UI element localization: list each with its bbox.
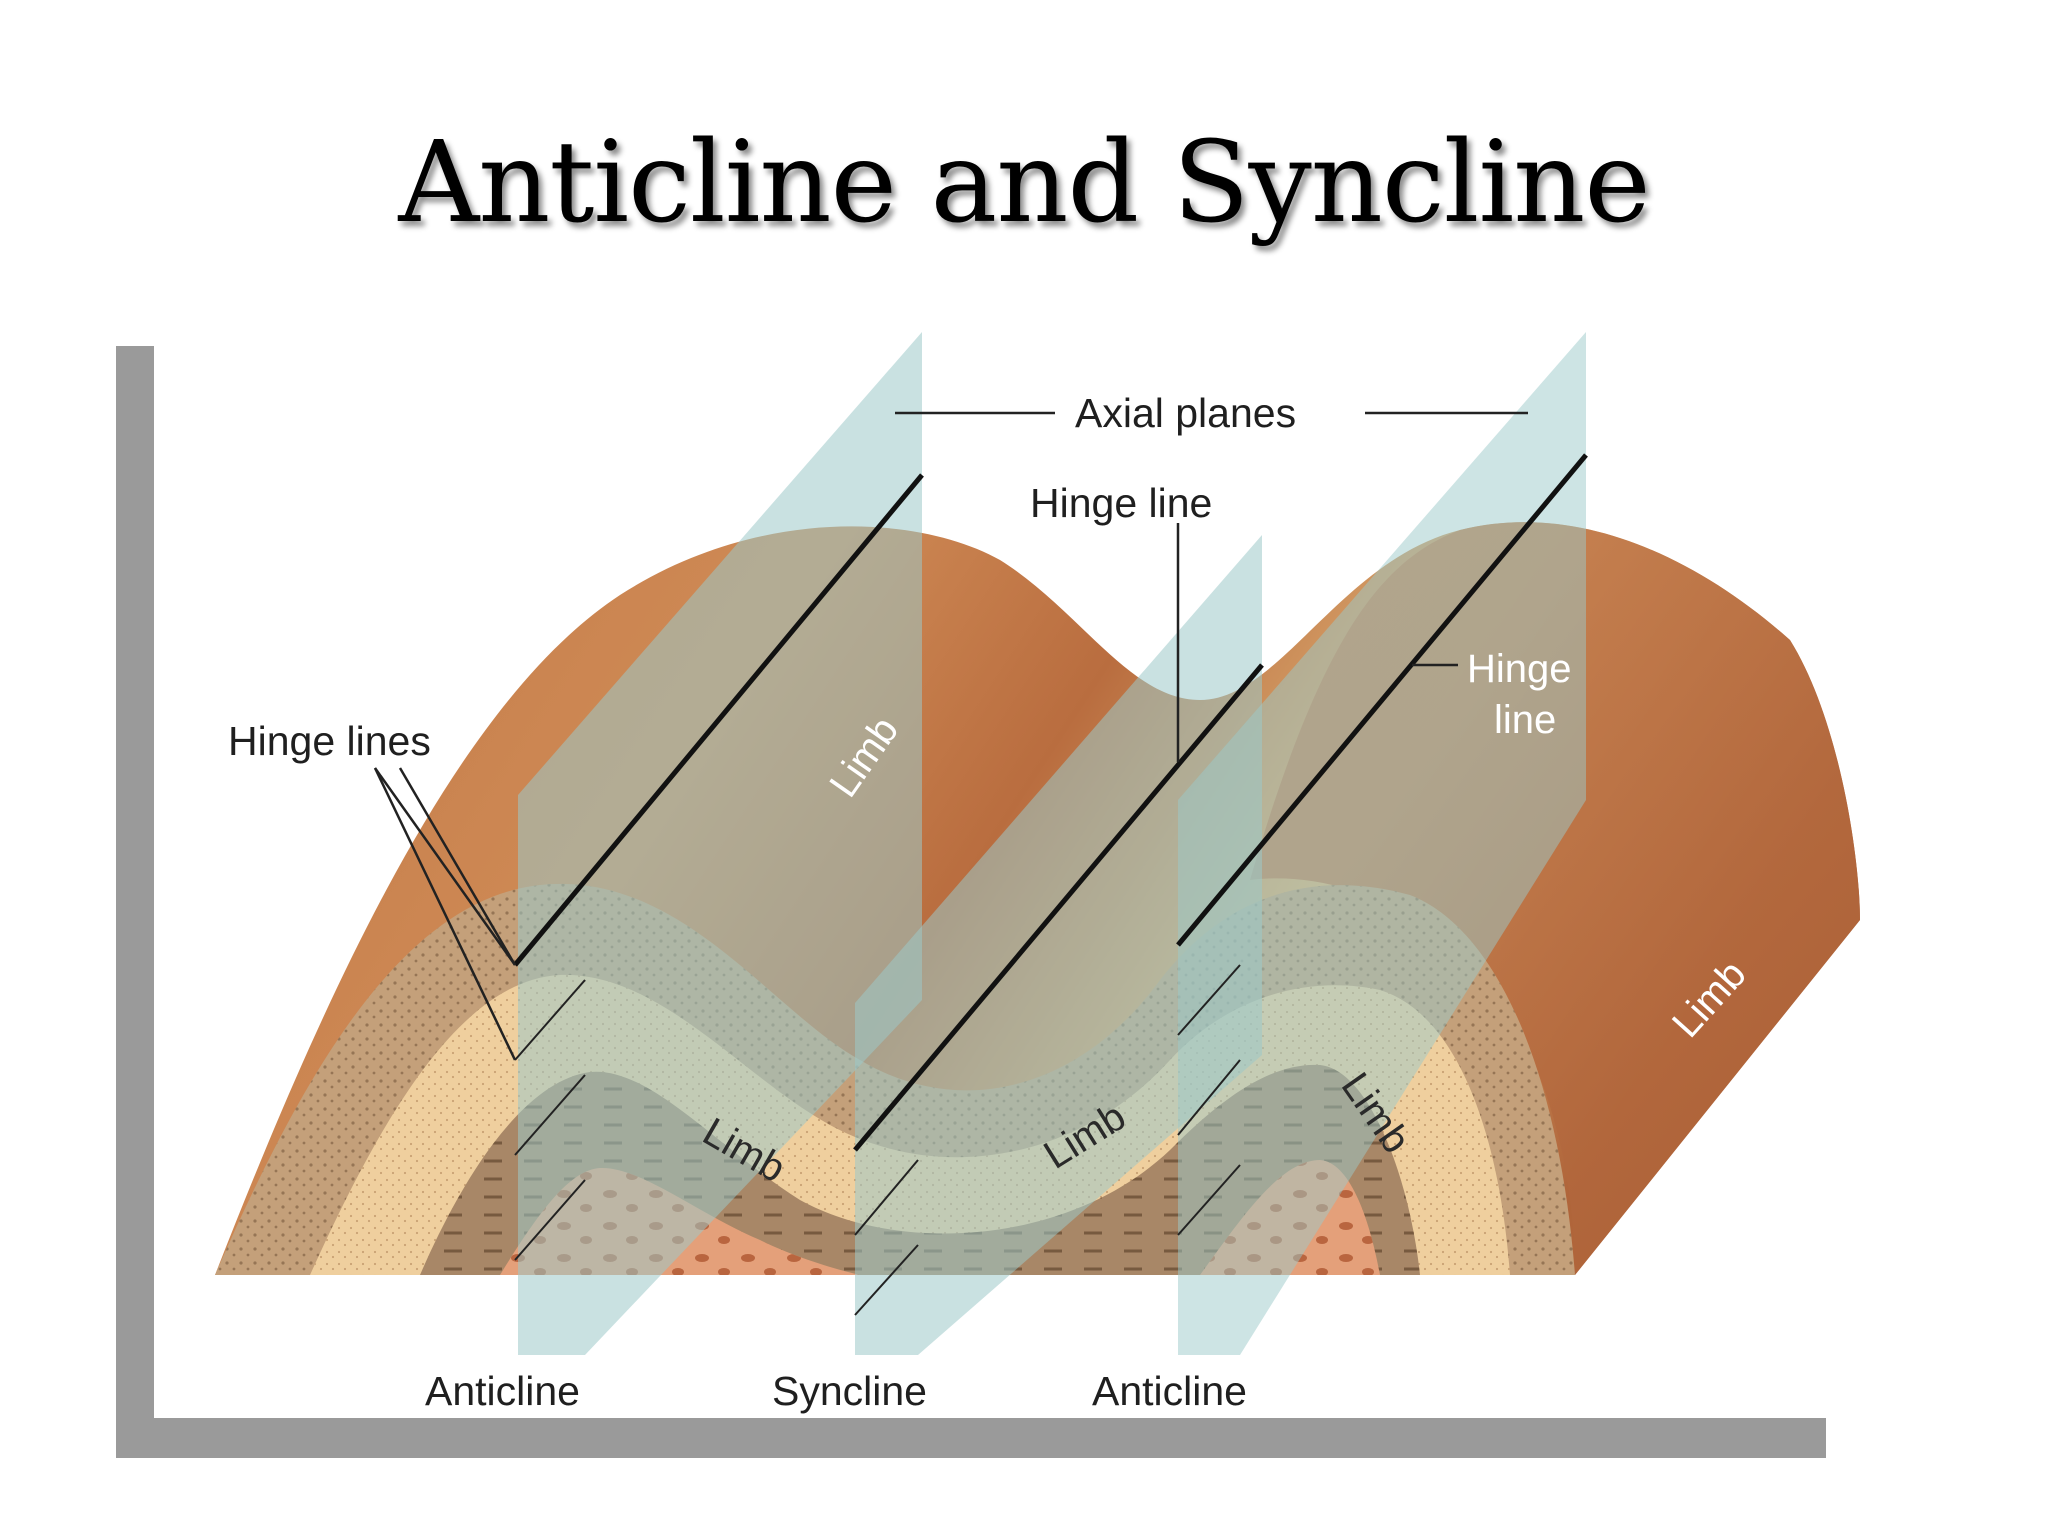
label-anticline-right: Anticline [1092, 1368, 1247, 1414]
label-hinge-line-top: Hinge line [1030, 480, 1212, 526]
label-axial-planes: Axial planes [1075, 390, 1296, 436]
section-hinge-mid-1 [854, 1159, 919, 1236]
section-hinge-mid-2 [854, 1244, 919, 1316]
frame-shadow-left [116, 346, 154, 1458]
hinge-line-middle [853, 663, 1264, 1152]
slide-title: Anticline and Syncline [398, 118, 1650, 248]
label-syncline: Syncline [772, 1368, 927, 1414]
hinge-line-left [513, 473, 924, 967]
label-anticline-left: Anticline [425, 1368, 580, 1414]
section-hinge-left-3 [514, 1179, 586, 1261]
axial-plane-right [1178, 332, 1586, 1355]
hinge-line-right [1176, 453, 1588, 947]
axial-plane-middle [855, 535, 1262, 1355]
axial-plane-left [518, 332, 922, 1355]
hinge-lines-leader-3 [398, 767, 517, 966]
label-hinge-line-right-1: Hinge [1467, 647, 1572, 691]
frame-shadow-bottom [116, 1418, 1826, 1458]
section-hinge-right-3 [1177, 1164, 1241, 1236]
section-hinge-left-1 [514, 979, 586, 1061]
hinge-lines-leader-1 [373, 767, 517, 966]
section-hinge-right-2 [1177, 1059, 1241, 1136]
label-hinge-lines-left: Hinge lines [228, 718, 431, 764]
label-hinge-line-right-2: line [1494, 698, 1556, 742]
section-hinge-right-1 [1177, 964, 1241, 1036]
section-hinge-left-2 [514, 1074, 586, 1156]
hinge-lines-leader-2 [373, 767, 517, 1061]
